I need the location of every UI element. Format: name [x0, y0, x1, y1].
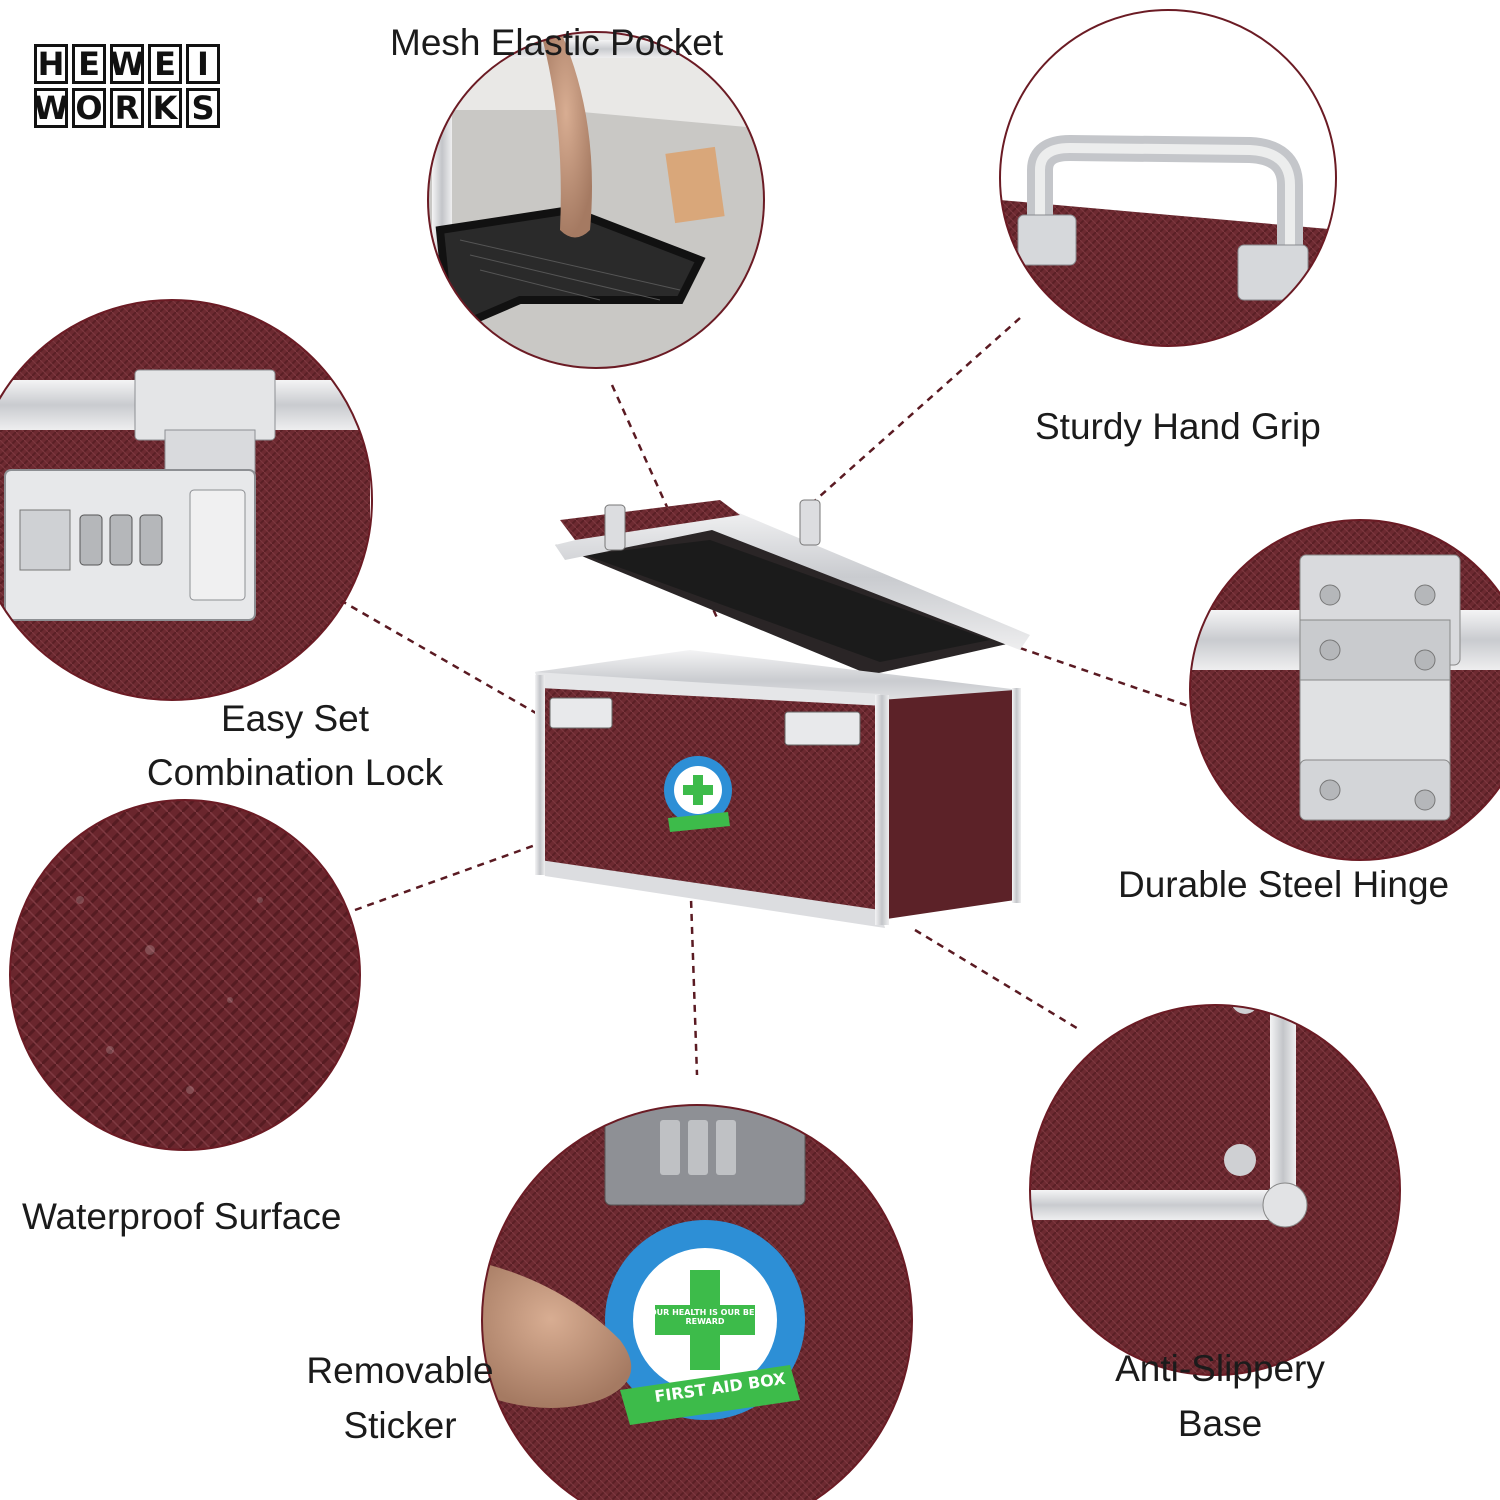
waterproof-surface-circle-border	[9, 799, 361, 1151]
combination-dials	[79, 514, 163, 566]
logo-letter: E	[72, 44, 106, 84]
leader-line-grip	[809, 317, 1021, 506]
lid-mesh-pocket	[585, 540, 990, 662]
leader-line-lock	[339, 598, 549, 722]
hand-grip-detail	[1000, 10, 1336, 346]
label-removable-sticker-line2: Sticker	[343, 1405, 457, 1446]
logo-letter: W	[33, 88, 69, 128]
sticker-ring-text: YOUR HEALTH IS OUR BEST REWARD	[644, 1308, 766, 1326]
logo-row-bottom: W O R K S	[33, 88, 220, 128]
label-removable-sticker: Removable Sticker	[270, 1352, 530, 1444]
logo-letter: S	[186, 88, 220, 128]
logo-letter: E	[148, 44, 182, 84]
sticker-lock-dials	[660, 1120, 736, 1175]
label-combination-lock: Easy Set Combination Lock	[140, 700, 450, 791]
mesh-pocket-circle-border	[427, 31, 765, 369]
label-waterproof-surface: Waterproof Surface	[22, 1196, 342, 1237]
label-durable-steel-hinge: Durable Steel Hinge	[1118, 864, 1450, 905]
waterproof-surface-detail	[10, 800, 360, 1150]
label-anti-slippery-base-line1: Anti-Slippery	[1115, 1348, 1325, 1389]
combination-lock-detail	[0, 300, 370, 700]
logo-letter: H	[34, 44, 68, 84]
logo-letter: K	[148, 88, 182, 128]
label-combination-lock-line2: Combination Lock	[146, 752, 444, 793]
logo-letter: O	[72, 88, 106, 128]
leader-line-base	[914, 928, 1081, 1032]
anti-slippery-base-detail	[1030, 1005, 1400, 1375]
brand-logo: H E W E I W O R K S	[33, 44, 220, 132]
logo-letter: W	[109, 44, 145, 84]
logo-letter: R	[110, 88, 144, 128]
label-removable-sticker-line1: Removable	[306, 1350, 494, 1391]
first-aid-box	[535, 499, 1030, 928]
label-anti-slippery-base: Anti-Slippery Base	[1075, 1350, 1365, 1442]
label-combination-lock-line1: Easy Set	[220, 698, 370, 739]
box-combination-lock-left	[549, 697, 613, 729]
leader-line-hinge	[1019, 646, 1201, 712]
box-combination-lock-right	[784, 711, 861, 746]
label-sturdy-hand-grip: Sturdy Hand Grip	[1035, 406, 1321, 447]
logo-letter: I	[186, 44, 220, 84]
label-mesh-elastic-pocket: Mesh Elastic Pocket	[390, 22, 724, 63]
combination-lock-circle-border	[0, 299, 373, 701]
hand-grip-circle-border	[999, 9, 1337, 347]
steel-hinge-circle-border	[1189, 519, 1500, 861]
logo-row-top: H E W E I	[34, 44, 220, 84]
removable-sticker-circle-border	[481, 1104, 913, 1500]
anti-slippery-base-circle-border	[1029, 1004, 1401, 1376]
steel-hinge-detail	[1190, 520, 1500, 860]
label-anti-slippery-base-line2: Base	[1177, 1403, 1263, 1444]
removable-sticker-detail	[482, 1105, 912, 1500]
